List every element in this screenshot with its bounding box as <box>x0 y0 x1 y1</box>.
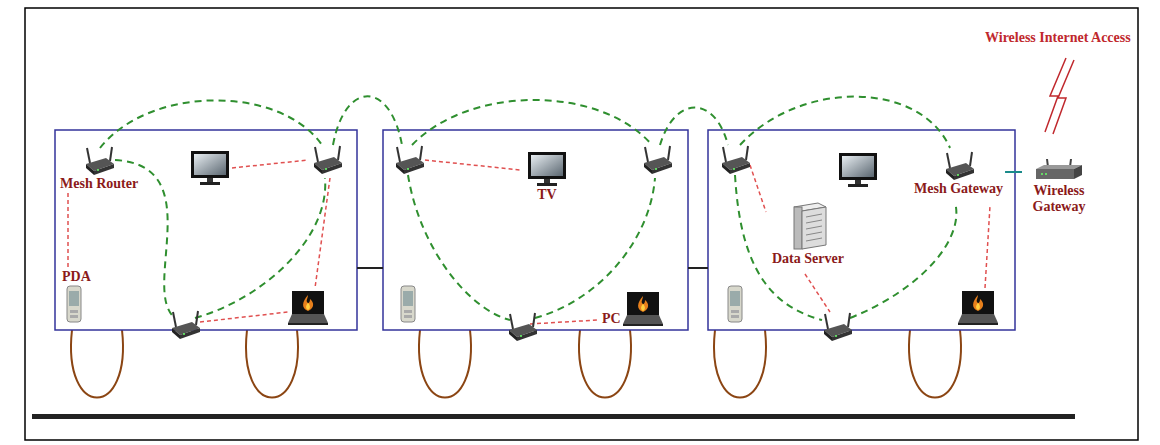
mesh-links <box>100 96 956 320</box>
tv-icon <box>527 151 567 187</box>
pda-device: PDA <box>60 268 93 324</box>
device-label: PC <box>602 311 621 327</box>
network-label: Wireless Internet Access <box>985 30 1131 46</box>
client-link <box>67 193 69 268</box>
rt-icon <box>82 146 116 176</box>
pc-device: PC <box>600 290 665 328</box>
device-label: PDA <box>62 269 91 285</box>
rail <box>32 414 1075 419</box>
wgw-icon <box>1034 159 1084 183</box>
data-server: Data Server <box>770 200 846 268</box>
rt-icon <box>942 151 976 181</box>
device-label: TV <box>537 187 556 203</box>
gateway-link <box>1005 171 1022 173</box>
wireless-bolt <box>1045 58 1074 134</box>
lap-icon <box>623 291 663 327</box>
device-icons <box>172 146 998 341</box>
device-label: Mesh Gateway <box>914 181 1003 197</box>
tv-device: TV <box>525 150 569 204</box>
mesh-router: Mesh Router <box>58 145 140 193</box>
device-label: Data Server <box>772 251 844 267</box>
couplers <box>357 267 708 269</box>
wireless-gateway: Wireless Gateway <box>1022 158 1096 216</box>
frame <box>25 8 1138 440</box>
train-cars <box>55 130 1015 330</box>
device-label: Mesh Router <box>60 176 138 192</box>
device-label: Wireless Gateway <box>1024 183 1094 215</box>
srv-icon <box>788 201 828 251</box>
pda-icon <box>66 285 82 323</box>
mesh-gateway: Mesh Gateway <box>912 150 1005 198</box>
client-links <box>200 160 990 324</box>
